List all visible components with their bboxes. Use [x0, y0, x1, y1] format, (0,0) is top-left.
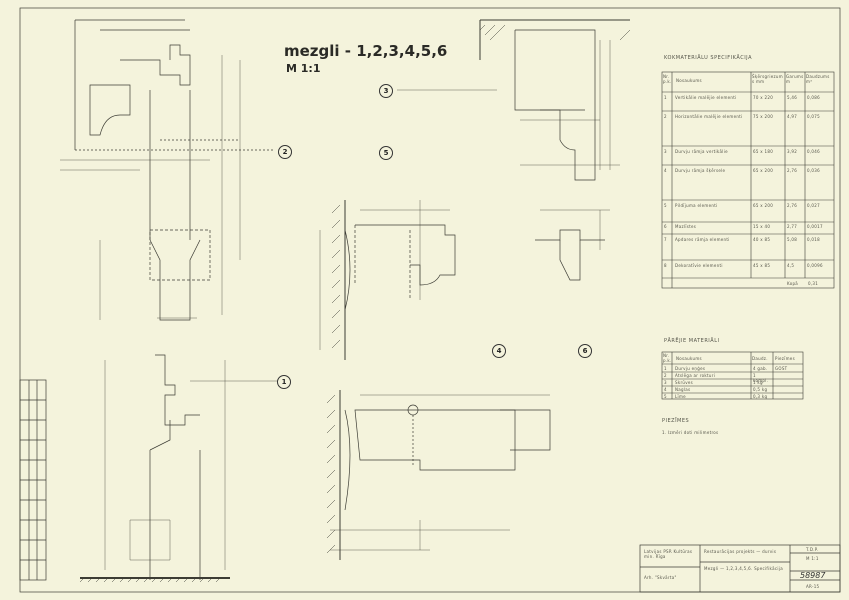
spec-cell-vol: 0,0096 — [807, 263, 823, 268]
spec-cell-len: 2,77 — [787, 224, 798, 229]
other-cell-note: GOST — [775, 366, 788, 371]
spec-cell-vol: 0,086 — [807, 95, 820, 100]
drawing-frame — [19, 7, 841, 593]
spec-cell-name: Durvju rāmja vertikālie — [675, 149, 728, 154]
notes-heading: PIEZĪMES — [662, 418, 690, 424]
spec-cell-nr: 6 — [664, 224, 667, 229]
spec-cell-len: 2,76 — [787, 168, 798, 173]
other-cell-qty: 1 kg — [753, 380, 763, 385]
spec-cell-size: 15 x 40 — [753, 224, 771, 229]
detail-marker-2: 2 — [278, 145, 292, 159]
other-cell-nr: 2 — [664, 373, 667, 378]
title-block-sheet: AR-15 — [806, 584, 820, 589]
spec-cell-size: 65 x 180 — [753, 149, 774, 154]
spec-cell-name: Vertikālie malējie elementi — [675, 95, 737, 100]
detail-marker-3: 3 — [379, 84, 393, 98]
other-cell-nr: 5 — [664, 394, 667, 399]
spec-cell-nr: 8 — [664, 263, 667, 268]
other-cell-nr: 4 — [664, 387, 667, 392]
detail-marker-5: 5 — [379, 146, 393, 160]
drawing-title: mezgli - 1,2,3,4,5,6 — [284, 42, 448, 60]
note-item: 1. Izmēri doti milimetros — [662, 430, 719, 435]
detail-marker-6: 6 — [578, 344, 592, 358]
other-cell-nr: 1 — [664, 366, 667, 371]
spec-cell-size: 40 x 85 — [753, 237, 771, 242]
title-block-org: Latvijas PSR Kultūras min. Rīga — [644, 549, 693, 559]
spec-cell-vol: 0,027 — [807, 203, 820, 208]
spec-table-grid — [661, 71, 835, 289]
spec-cell-len: 5,08 — [787, 237, 798, 242]
spec-cell-len: 4,97 — [787, 114, 798, 119]
col-header: Daudzums m³ — [806, 74, 830, 84]
spec-cell-len: 2,76 — [787, 203, 798, 208]
title-block-project: Restaurācijas projekts — durvis — [704, 549, 777, 554]
other-cell-name: Durvju eņģes — [675, 366, 706, 371]
col-header: Nosaukums — [676, 78, 702, 83]
detail-6-section — [535, 209, 610, 281]
col-header: Nosaukums — [676, 356, 702, 361]
spec-cell-size: 65 x 200 — [753, 168, 774, 173]
spec-cell-name: Pildījuma elementi — [675, 203, 718, 208]
spec-cell-nr: 7 — [664, 237, 667, 242]
spec-cell-vol: 0,075 — [807, 114, 820, 119]
col-header: Šķērsgriezums mm — [752, 74, 783, 84]
detail-5-section — [319, 200, 456, 360]
other-cell-name: Naglas — [675, 387, 691, 392]
title-block-code: 58987 — [800, 571, 826, 580]
drawing-scale: M 1:1 — [286, 62, 321, 75]
detail-marker-1: 1 — [277, 375, 291, 389]
title-block-stage: T.D.P. — [806, 547, 819, 552]
other-table-heading: PĀRĒJIE MATERIĀLI — [664, 338, 720, 344]
other-cell-qty: 1 kompl. — [753, 373, 769, 383]
spec-cell-name: Mazlīstes — [675, 224, 697, 229]
other-cell-qty: 4 gab. — [753, 366, 768, 371]
left-stamp-block — [19, 379, 47, 581]
col-header: Daudz. — [752, 356, 768, 361]
other-table-grid — [661, 351, 804, 400]
spec-cell-size: 65 x 200 — [753, 203, 774, 208]
title-block-lines — [639, 544, 841, 593]
spec-table-heading: KOKMATERIĀLU SPECIFIKĀCIJA — [664, 55, 752, 61]
spec-cell-nr: 2 — [664, 114, 667, 119]
other-cell-name: Skrūves — [675, 380, 694, 385]
spec-cell-nr: 5 — [664, 203, 667, 208]
col-header: Garums m — [786, 74, 804, 84]
detail-4-section — [326, 390, 551, 560]
spec-cell-vol: 0,036 — [807, 168, 820, 173]
other-cell-qty: 0,5 kg — [753, 387, 768, 392]
spec-cell-len: 3,92 — [787, 149, 798, 154]
spec-cell-nr: 1 — [664, 95, 667, 100]
detail-2-section — [60, 19, 275, 321]
spec-total: 0,31 — [808, 281, 819, 286]
col-header: Nr. p.k. — [663, 353, 672, 363]
spec-cell-name: Horizontālie malējie elementi — [675, 114, 743, 119]
spec-cell-vol: 0,0017 — [807, 224, 823, 229]
spec-cell-vol: 0,018 — [807, 237, 820, 242]
spec-cell-vol: 0,046 — [807, 149, 820, 154]
title-block-scale: M 1:1 — [806, 556, 819, 561]
spec-cell-nr: 3 — [664, 149, 667, 154]
spec-cell-nr: 4 — [664, 168, 667, 173]
detail-1-section — [79, 354, 285, 583]
title-block-sheet-name: Mezgli — 1,2,3,4,5,6. Specifikācija — [704, 566, 783, 571]
spec-cell-size: 75 x 200 — [753, 114, 774, 119]
other-cell-qty: 0,3 kg — [753, 394, 768, 399]
other-cell-name: Atslēga ar rokturi — [675, 373, 716, 378]
col-header: Nr. p.k. — [663, 74, 672, 84]
spec-total-label: Kopā — [787, 281, 799, 286]
spec-cell-name: Durvju rāmja šķērsele — [675, 168, 726, 173]
spec-cell-size: 70 x 220 — [753, 95, 774, 100]
spec-cell-len: 4,5 — [787, 263, 795, 268]
detail-marker-4: 4 — [492, 344, 506, 358]
other-cell-nr: 3 — [664, 380, 667, 385]
detail-3-section — [397, 19, 631, 181]
spec-cell-name: Apdares rāmja elementi — [675, 237, 730, 242]
spec-cell-name: Dekoratīvie elementi — [675, 263, 723, 268]
col-header: Piezīmes — [775, 356, 795, 361]
spec-cell-len: 5,46 — [787, 95, 798, 100]
spec-cell-size: 45 x 85 — [753, 263, 771, 268]
other-cell-name: Līme — [675, 394, 686, 399]
title-block-author: Arh. "Skvārta" — [644, 575, 677, 580]
